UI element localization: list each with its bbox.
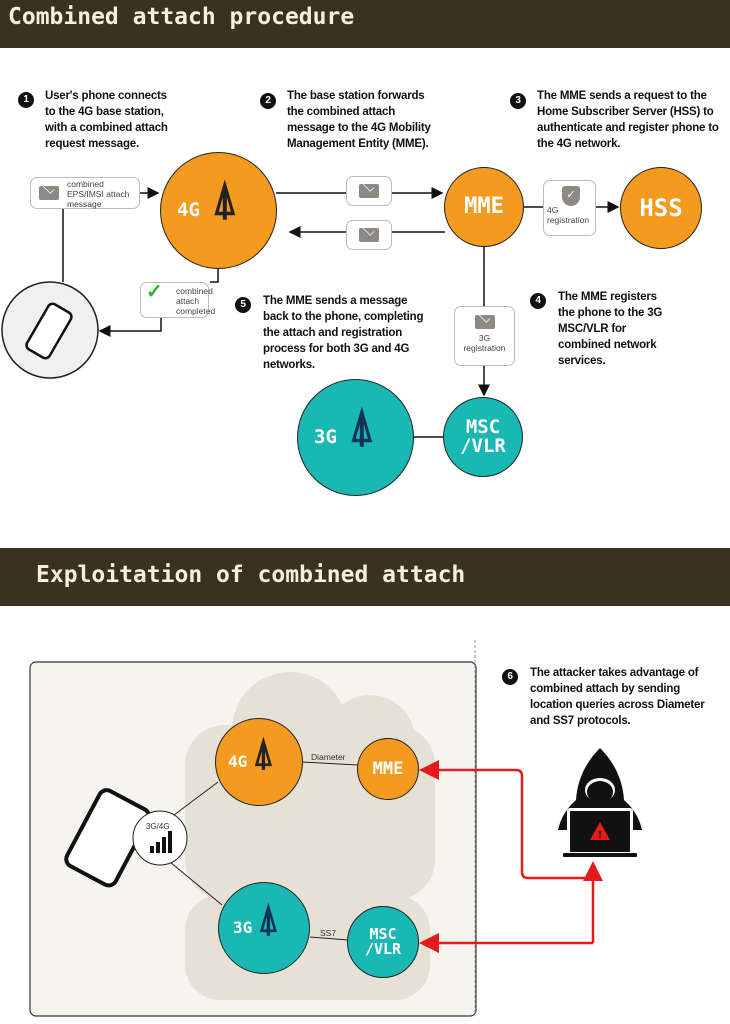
tower-icon: ⍋ — [211, 171, 239, 225]
return-message — [346, 220, 392, 250]
shield-check-icon: ✓ — [562, 186, 580, 206]
mme-node-exploit: MME — [357, 738, 419, 800]
diameter-label: Diameter — [311, 752, 346, 762]
mme-node: MME — [444, 167, 524, 247]
phone-illustration-2 — [64, 788, 152, 888]
msc-vlr-node-exploit: MSC/VLR — [347, 906, 419, 978]
envelope-icon — [359, 184, 379, 198]
forward-message — [346, 176, 392, 206]
ss7-label: SS7 — [320, 928, 337, 938]
attach-completed: ✓combined attach completed — [140, 281, 215, 318]
tower-icon: ⍋ — [348, 398, 376, 452]
check-icon: ✓ — [146, 281, 163, 303]
base-station-4g-exploit: 4G⍋ — [215, 718, 303, 806]
base-station-3g-exploit: 3G⍋ — [218, 882, 310, 974]
section-header-2: Exploitation of combined attach — [0, 548, 730, 606]
envelope-icon — [39, 186, 59, 200]
hacker-icon: ! — [558, 748, 642, 857]
svg-text:!: ! — [598, 830, 601, 841]
phone-illustration-1 — [1, 281, 99, 379]
signal-badge — [132, 810, 188, 866]
section-header-1: Combined attach procedure — [0, 0, 730, 48]
attach-request-message: combined EPS/IMSI attach message — [30, 177, 140, 209]
hss-node: HSS — [620, 167, 702, 249]
envelope-icon — [359, 228, 379, 242]
tower-icon: ⍋ — [257, 896, 280, 940]
base-station-3g: 3G⍋ — [297, 379, 414, 496]
base-station-4g: 4G⍋ — [160, 152, 277, 269]
envelope-icon — [475, 315, 495, 329]
msc-vlr-node: MSC/VLR — [443, 397, 523, 477]
signal-label: 3G/4G — [146, 822, 170, 831]
tower-icon: ⍋ — [252, 730, 275, 774]
